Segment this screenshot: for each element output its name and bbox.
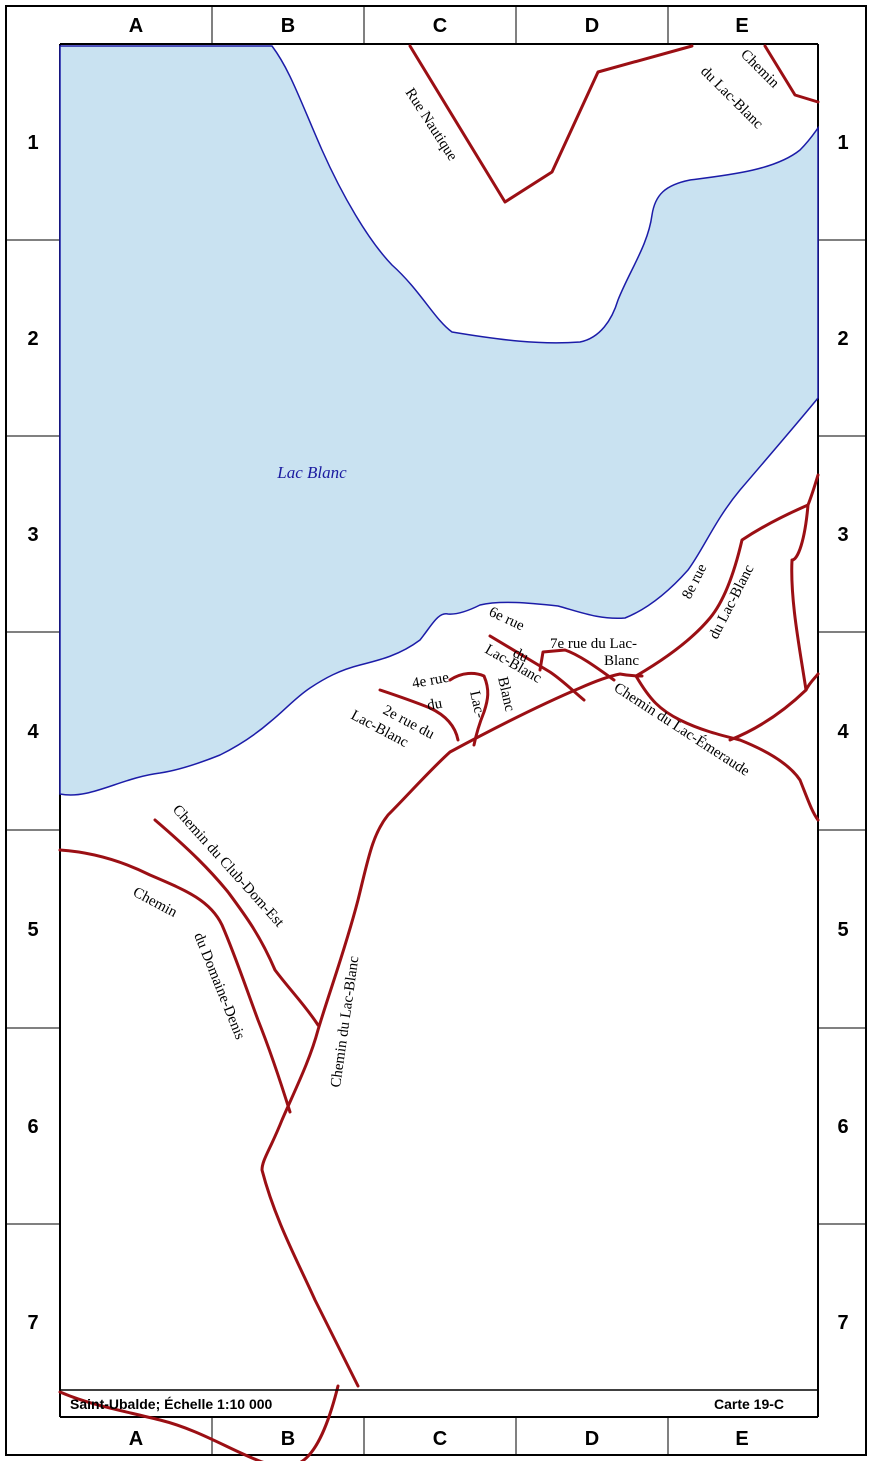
road-chemin-domaine-des-chutes	[58, 1384, 340, 1461]
road-chemin-lac-blanc-ne	[763, 44, 820, 104]
road-7e-rue	[538, 648, 616, 682]
street-label-7e-rue: Blanc	[604, 653, 639, 669]
road-chemin-club-dom-est	[153, 818, 320, 1027]
row-label-left: 3	[27, 524, 38, 546]
road-4e-rue	[448, 671, 490, 747]
street-label-4e-rue: Lac-	[466, 689, 488, 719]
row-label-left: 4	[27, 721, 39, 743]
street-label-4e-rue: Blanc	[494, 675, 518, 713]
street-label-7e-rue: 7e rue du Lac-	[550, 636, 637, 652]
row-label-right: 6	[837, 1116, 848, 1138]
column-label-top: A	[129, 15, 143, 37]
row-label-right: 7	[837, 1312, 848, 1334]
map-footer: Saint-Ubalde; Échelle 1:10 000 Carte 19-…	[60, 1389, 818, 1412]
road-chemin-lac-emeraude	[634, 674, 820, 822]
column-label-bottom: A	[129, 1428, 143, 1450]
row-label-left: 1	[27, 132, 38, 154]
column-label-top: D	[585, 15, 599, 37]
column-label-bottom: C	[433, 1428, 447, 1450]
column-header-bottom: A B C D E	[60, 1416, 818, 1455]
column-label-bottom: B	[281, 1428, 295, 1450]
column-label-bottom: E	[735, 1428, 748, 1450]
column-header-top: A B C D E	[60, 6, 818, 45]
row-label-right: 3	[837, 524, 848, 546]
road-8e-rue-branch	[806, 473, 820, 507]
row-label-left: 7	[27, 1312, 38, 1334]
row-label-right: 2	[837, 328, 848, 350]
street-label-4e-rue: 4e rue	[411, 670, 451, 692]
row-label-left: 5	[27, 919, 38, 941]
road-chemin-lac-blanc-main	[260, 672, 644, 1388]
column-label-top: B	[281, 15, 295, 37]
footer-map-number: Carte 19-C	[714, 1396, 784, 1412]
street-label-6e-rue: du	[510, 645, 531, 666]
road-6e-rue	[488, 634, 586, 702]
row-label-left: 2	[27, 328, 38, 350]
column-label-top: E	[735, 15, 748, 37]
row-label-right: 4	[837, 721, 849, 743]
column-label-bottom: D	[585, 1428, 599, 1450]
row-label-right: 1	[837, 132, 848, 154]
street-label-4e-rue: du	[426, 695, 444, 713]
lake-shape	[59, 45, 819, 796]
road-chemin-domaine-denis	[58, 848, 292, 1114]
column-label-top: C	[433, 15, 447, 37]
road-rue-nautique	[408, 44, 694, 204]
roads	[58, 44, 820, 1461]
row-label-right: 5	[837, 919, 848, 941]
road-emeraude-branch	[728, 688, 808, 742]
footer-scale: Saint-Ubalde; Échelle 1:10 000	[70, 1396, 273, 1412]
road-2e-rue	[378, 688, 460, 742]
row-label-left: 6	[27, 1116, 38, 1138]
lake-label: Lac Blanc	[276, 463, 347, 482]
